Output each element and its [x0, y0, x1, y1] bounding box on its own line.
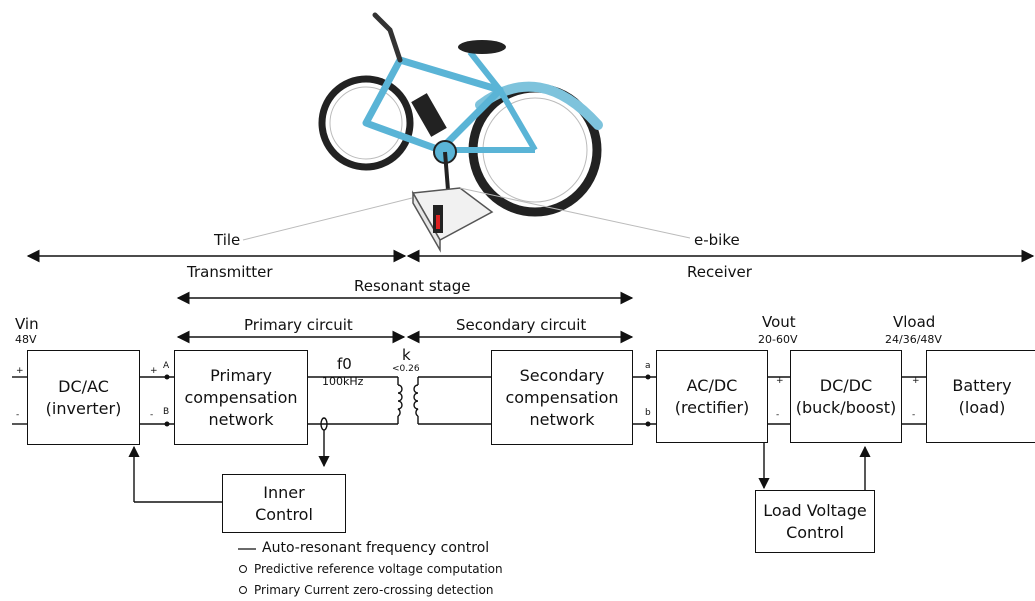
inner-control-block: Inner Control	[222, 474, 346, 533]
transmitter-label: Transmitter	[187, 263, 273, 281]
primary-circuit-label: Primary circuit	[244, 316, 353, 334]
acdc-minus: -	[776, 410, 780, 420]
receiver-label: Receiver	[687, 263, 752, 281]
acdc-plus: +	[776, 376, 784, 386]
dcdc-plus: +	[912, 376, 920, 386]
battery-load-block: Battery (load)	[926, 350, 1035, 443]
vload-value: 24/36/48V	[885, 333, 942, 346]
vin-plus: +	[16, 366, 24, 376]
vload-label: Vload	[893, 313, 936, 331]
auto-resonant-control-label: Auto-resonant frequency control	[262, 540, 490, 556]
terminal-a: a	[645, 361, 651, 371]
secondary-compensation-block: Secondary compensation network	[491, 350, 633, 445]
load-voltage-control-block: Load Voltage Control	[755, 490, 875, 553]
tile-label: Tile	[214, 231, 241, 249]
terminal-A: A	[163, 361, 170, 371]
inv-plus: +	[150, 366, 158, 376]
vout-label: Vout	[762, 313, 796, 331]
legend-item-zero-crossing: Primary Current zero-crossing detection	[254, 583, 494, 597]
vin-label: Vin	[15, 315, 39, 333]
legend-item-predictive: Predictive reference voltage computation	[254, 562, 503, 576]
terminal-b: b	[645, 408, 651, 418]
vin-minus: -	[16, 410, 20, 420]
acdc-rectifier-block: AC/DC (rectifier)	[656, 350, 768, 443]
ebike-illustration	[318, 12, 603, 253]
secondary-circuit-label: Secondary circuit	[456, 316, 587, 334]
vout-value: 20-60V	[758, 333, 798, 346]
dcdc-converter-block: DC/DC (buck/boost)	[790, 350, 902, 443]
resonant-stage-label: Resonant stage	[354, 277, 471, 295]
ebike-label: e-bike	[694, 231, 740, 249]
primary-compensation-block: Primary compensation network	[174, 350, 308, 445]
vin-value: 48V	[15, 333, 37, 346]
coupling-k-value: <0.26	[392, 364, 420, 374]
dcac-inverter-block: DC/AC (inverter)	[27, 350, 140, 445]
inv-minus: -	[150, 410, 154, 420]
f0-label: f0	[337, 355, 352, 373]
frequency-value: 100kHz	[322, 375, 364, 388]
coupling-k-label: k	[402, 346, 411, 364]
terminal-B: B	[163, 407, 170, 417]
dcdc-minus: -	[912, 410, 916, 420]
